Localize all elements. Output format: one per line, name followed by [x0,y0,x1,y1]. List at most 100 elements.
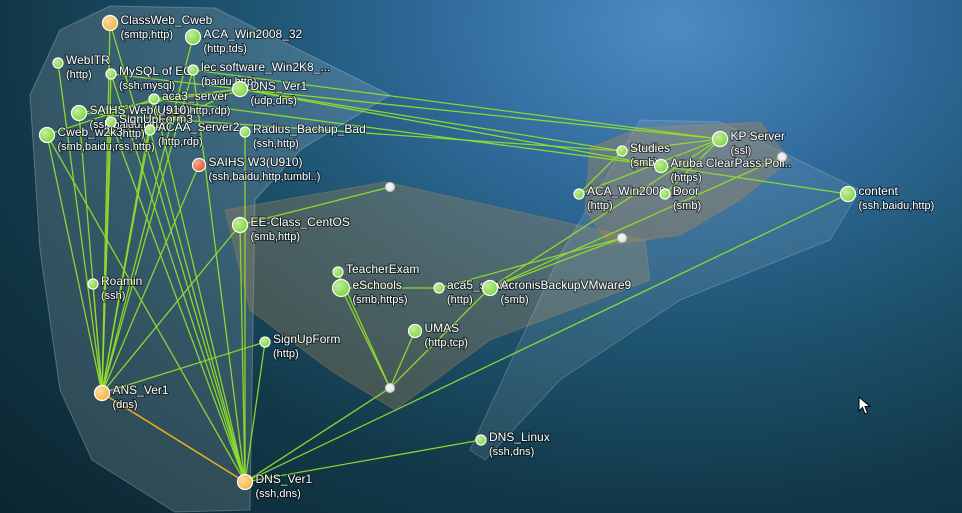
cluster-hull-right [469,119,861,461]
link-signupform-dns_ver1_bottom [244,341,266,483]
node-services-label: (smtp,http) [121,29,174,41]
node-highlight [332,279,350,297]
node-w3[interactable] [384,382,396,394]
node-aca_win2008_32[interactable]: ACA_Win2008_32 (http,tds) [184,26,304,56]
node-dns_ver1_top[interactable]: DNS_Ver1(udp,dns) [231,78,309,108]
mouse-cursor-icon [858,396,872,415]
node-aca_win2008_b[interactable]: ACA_Win2008_B(http) [573,183,681,213]
node-name-label: content [859,184,899,198]
node-schools[interactable]: eSchools(smb,https) [331,277,409,307]
node-highlight [617,146,627,156]
node-lec[interactable]: lec software_Win2K8_...(baidu,http) [187,59,331,89]
node-name-label: KP Server [731,129,785,143]
node-webitr[interactable]: WebITR(http) [52,52,111,82]
link-signupform3-dns_ver1_bottom [110,121,246,483]
node-services-label: (ssh,baidu,http) [859,200,935,212]
node-roamin[interactable]: Roamin (ssh) [87,273,143,303]
node-signupform3[interactable]: SignUpForm3(http) [105,111,194,141]
link-w3-acronis [389,287,491,389]
node-content[interactable]: content (ssh,baidu,http) [839,183,935,213]
node-name-label: Radius_Bachup_Bad [253,122,366,136]
node-name-label: Cweb_w2k3 [58,125,124,139]
node-name-label: ACA_Win2008_32 [204,27,303,41]
node-umas[interactable]: UMAS(http,tcp) [407,320,469,350]
node-highlight [840,186,856,202]
node-name-label: aca3_server [162,89,228,103]
node-highlight [71,105,87,121]
node-highlight [476,435,486,445]
link-lec-dns_ver1_bottom [192,69,246,483]
link-roamin-ans [92,283,103,394]
node-services-label: (http) [66,69,92,81]
node-w4[interactable] [776,151,788,163]
link-mysql-dns_ver1_bottom [110,73,246,483]
node-aruba[interactable]: Aruba ClearPass Poli..(https) [653,155,792,185]
node-highlight [408,324,422,338]
node-kp[interactable]: KP Server(ssl) [711,128,786,158]
node-highlight [777,152,787,162]
node-services-label: (http,tds) [204,43,247,55]
node-eeclass[interactable]: EE-Class_CentOS(smb,http) [231,214,351,244]
link-lec-ans [101,69,194,394]
node-services-label: (smb,https) [353,294,408,306]
node-services-label: (http) [447,294,473,306]
node-highlight [106,117,116,127]
node-highlight [188,65,198,75]
node-services-label: (smb,http,rdp) [162,105,230,117]
link-eeclass-w1 [239,186,391,226]
node-saihs_w3[interactable]: SAIHS W3(U910)(ssh,baidu,http,tumbl..) [191,154,321,184]
link-w3-umas [389,330,416,389]
node-acronis[interactable]: AcronisBackupVMware9(smb) [481,277,633,307]
node-dns_linux[interactable]: DNS_Linux(ssh,dns) [475,429,551,459]
link-ans-dns_ver1_bottom [101,392,246,483]
node-acaa[interactable]: ACAA_Server2(http,rdp) [144,119,241,149]
node-name-label: TeacherExam [346,262,419,276]
link-acronis-kp [489,138,721,289]
node-classweb[interactable]: ClassWeb_Cweb(smtp,http) [101,12,214,42]
link-acronis-w2 [489,237,623,289]
link-aruba-content [660,165,849,195]
node-highlight [106,69,116,79]
link-acaa-ans [101,129,151,394]
node-signupform[interactable]: SignUpForm(http) [259,331,341,361]
node-name-label: ACA_Win2008_B [587,184,680,198]
link-dns_linux-dns_ver1_bottom [244,439,482,483]
node-highlight [260,337,270,347]
link-studies-aca_win2008_b [578,150,623,195]
link-dns_ver1_top-studies [239,88,623,152]
node-services-label: (https) [671,172,702,184]
node-name-label: DNS_Ver1 [251,79,308,93]
link-aca5-w2 [438,237,623,289]
node-cweb[interactable]: Cweb_w2k3 (smb,baidu,rss,http) [38,124,156,154]
node-dns_ver1_bottom[interactable]: DNS_Ver1(ssh,dns) [236,471,314,501]
node-name-label: MySQL of EC [119,64,192,78]
node-name-label: Roamin [101,274,142,288]
node-highlight [145,125,155,135]
node-services-label: (smb) [630,157,658,169]
link-aca3-dns_ver1_bottom [153,98,246,483]
link-content-dns_ver1_bottom [244,193,849,483]
node-radius[interactable]: Radius_Bachup_Bad(ssh,http) [239,121,367,151]
node-highlight [574,189,584,199]
link-cweb-aca3 [46,98,155,136]
link-kp-studies [621,138,721,152]
node-studies[interactable]: Studies(smb) [616,140,671,170]
node-mysql[interactable]: MySQL of EC(ssh,mysql) [105,63,193,93]
node-name-label: SAIHS Web(U910) [90,103,190,117]
node-services-label: (smb,baidu,rss,http) [58,141,155,153]
node-door[interactable]: Door(smb) [659,183,702,213]
link-lec-kp [192,69,721,140]
node-services-label: (ssh) [101,290,125,302]
node-highlight [39,127,55,143]
node-name-label: ACAA_Server2 [158,120,240,134]
node-w2[interactable] [616,232,628,244]
node-highlight [192,158,206,172]
node-name-label: Door [673,184,699,198]
node-teacherexam[interactable]: TeacherExam [332,261,420,278]
node-aca3[interactable]: aca3_server (smb,http,rdp) [148,88,231,118]
node-ans[interactable]: ANS_Ver1(dns) [93,382,170,412]
node-w1[interactable] [384,181,396,193]
link-classweb-dns_ver1_bottom [109,22,246,483]
cluster-hulls [29,5,861,513]
